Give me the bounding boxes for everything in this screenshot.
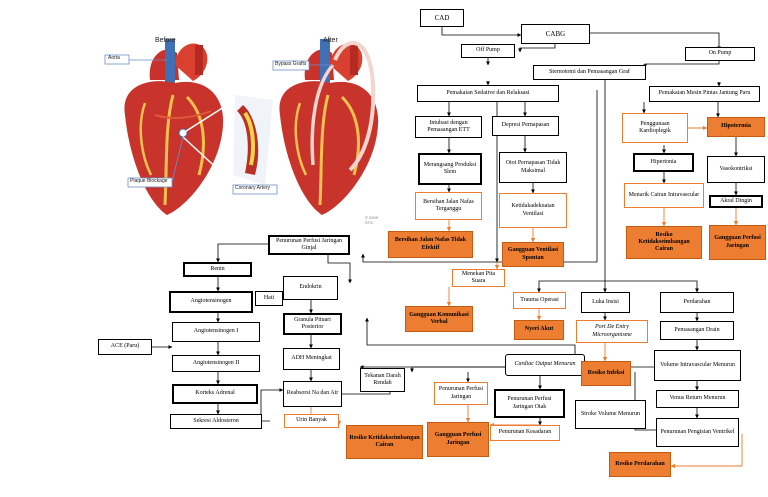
heart-after bbox=[279, 39, 379, 215]
copyright-label: © 2009 STS bbox=[365, 215, 378, 225]
node-mesin-pintas: Pemakaian Mesin Pintas Jantung Paru bbox=[649, 86, 760, 102]
artery-cross-section bbox=[233, 95, 273, 185]
node-hati: Hati bbox=[255, 291, 283, 306]
node-menekan: Menekan Pita Suara bbox=[452, 269, 505, 287]
node-off-pump: Off Pump bbox=[461, 44, 515, 58]
node-endokrin: Endokrin bbox=[283, 276, 338, 300]
aorta-label: Aorta bbox=[108, 55, 120, 61]
node-adh: ADH Meningkat bbox=[283, 348, 340, 370]
dx-resiko-perdarahan: Resiko Perdarahan bbox=[609, 452, 671, 477]
node-hipotermia: Hipotermia bbox=[707, 117, 765, 137]
node-penurunan-perfusi: Penurunan Perfusi Jaringan bbox=[434, 382, 488, 405]
node-angiotensinogen: Angiotensinogen bbox=[169, 291, 253, 313]
node-kardioplegik: Penggunaan Kardioplegik bbox=[622, 113, 688, 143]
node-ketidakadekuatan: Ketidakadekuatan Ventilasi bbox=[499, 193, 567, 228]
node-granula: Granula Pituari Posterior bbox=[283, 313, 342, 335]
vena-cava-icon bbox=[165, 39, 175, 84]
bypass-graft-icon bbox=[333, 41, 376, 172]
dx-resiko-cairan-2: Resiko Ketidakseimbangan Cairan bbox=[346, 425, 423, 459]
node-penurunan-ginjal: Penurunan Perfusi Jaringan Ginjal bbox=[268, 235, 350, 255]
node-hipertonia: Hipertonia bbox=[633, 153, 694, 172]
heart-illustration: Before After Aorta Plaque Blockage Coron… bbox=[95, 25, 380, 225]
node-menarik: Menarik Cairan Intravascular bbox=[624, 183, 704, 208]
node-intubasi: Intubasi dengan Pemasangan ETT bbox=[415, 116, 482, 138]
node-on-pump: On Pump bbox=[685, 47, 755, 61]
node-volume-intra: Volume Intravascular Menurun bbox=[654, 350, 741, 381]
after-label: After bbox=[323, 37, 338, 44]
node-cabg: CABG bbox=[521, 24, 590, 44]
node-luka: Luka Insisi bbox=[581, 292, 630, 313]
node-depresi: Depresi Pernapasan bbox=[492, 116, 559, 136]
node-urin: Urin Banyak bbox=[284, 414, 339, 428]
node-kesadaran: Penurunan Kesadaran bbox=[490, 425, 560, 441]
node-pengisian: Penurunan Pengisian Ventrikel bbox=[656, 418, 739, 447]
node-pemasangan-drain: Pemasangan Drain bbox=[660, 321, 734, 340]
dx-bersihan: Bersihan Jalan Nafas Tidak Efektif bbox=[388, 231, 473, 258]
plaque-label: Plaque Blockage bbox=[130, 178, 168, 184]
node-vasokontriksi: Vasokontriksi bbox=[707, 156, 765, 183]
node-ace: ACE (Paru) bbox=[98, 339, 152, 355]
node-venus: Venus Return Menurun bbox=[656, 390, 739, 408]
node-stroke: Stroke Volume Menurun bbox=[575, 400, 646, 429]
node-angio-1: Angiotensinogen I bbox=[172, 322, 260, 342]
dx-komunikasi: Gangguan Komunikasi Verbal bbox=[405, 306, 473, 332]
dx-ventilasi: Gangguan Ventilasi Spontan bbox=[502, 242, 564, 267]
node-otot: Otot Pernapasan Tidak Maksimal bbox=[499, 152, 567, 183]
before-label: Before bbox=[155, 37, 176, 44]
node-renin: Renin bbox=[183, 262, 252, 277]
node-cad: CAD bbox=[420, 9, 464, 27]
node-korteks: Korteks Adrenal bbox=[172, 384, 258, 404]
node-trauma: Trauma Operasi bbox=[513, 292, 566, 309]
node-perdarahan: Perdarahan bbox=[660, 292, 734, 313]
dx-perfusi-2: Gangguan Perfusi Jaringan bbox=[427, 422, 489, 457]
heart-drawing bbox=[104, 39, 379, 215]
node-reabsorsi: Reabsorsi Na dan Air bbox=[283, 381, 342, 407]
coronary-label: Coronary Artery bbox=[235, 185, 271, 191]
bypass-label: Bypass Grafts bbox=[275, 61, 307, 67]
node-sternotomi: Sternotomi dan Pemasangan Graf bbox=[533, 65, 646, 80]
node-angio-2: Angiotensinogen II bbox=[172, 355, 260, 372]
node-cardiac: Cardiac Output Menurun bbox=[505, 354, 585, 376]
node-akral: Akral Dingin bbox=[709, 195, 763, 208]
dx-resiko-infeksi: Resiko Infeksi bbox=[581, 361, 631, 386]
node-sedative: Pemakaian Sedative dan Relaksasi bbox=[417, 85, 559, 102]
node-bersihan: Bersihan Jalan Nafas Terganggu bbox=[415, 192, 482, 220]
node-tekanan: Tekanan Darah Rendah bbox=[360, 368, 405, 392]
dx-perfusi-1: Gangguan Perfusi Jaringan bbox=[709, 225, 766, 260]
node-port: Port De Entry Microorganisme bbox=[576, 320, 648, 343]
node-merangsang: Merangsang Produksi Slem bbox=[418, 153, 482, 185]
node-penurunan-otak: Penurunan Perfusi Jaringan Otak bbox=[494, 389, 565, 418]
dx-resiko-cairan-1: Resiko Ketidakseimbangan Cairan bbox=[626, 226, 702, 259]
node-sekresi: Sekresi Aldosteron bbox=[170, 414, 262, 429]
dx-nyeri: Nyeri Akut bbox=[514, 320, 564, 340]
